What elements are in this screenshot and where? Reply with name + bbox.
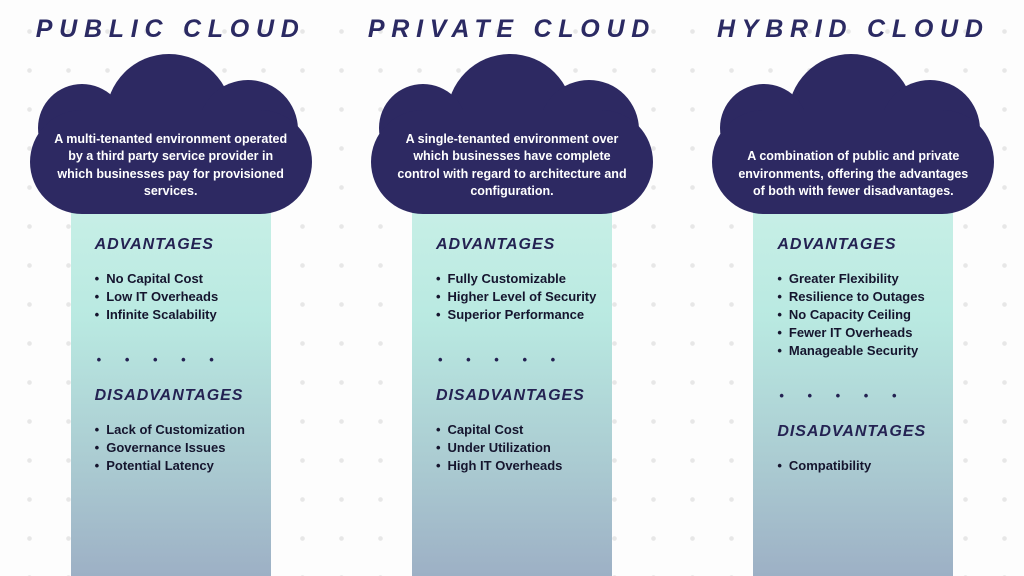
list-item: Capital Cost (436, 421, 612, 439)
list-item: Manageable Security (777, 342, 953, 360)
advantages-heading: ADVANTAGES (777, 236, 897, 253)
disadvantages-heading: DISADVANTAGES (435, 387, 585, 404)
disadvantages-list: Compatibility (777, 457, 953, 475)
list-item: Under Utilization (436, 439, 612, 457)
disadvantages-list: Capital Cost Under Utilization High IT O… (436, 421, 612, 475)
disadvantages-heading: DISADVANTAGES (777, 423, 927, 440)
column-band: ADVANTAGES Greater Flexibility Resilienc… (753, 210, 954, 576)
cloud-shape: A single-tenanted environment over which… (370, 54, 653, 214)
list-item: Fewer IT Overheads (777, 324, 953, 342)
disadvantages-list: Lack of Customization Governance Issues … (95, 421, 271, 475)
list-item: Compatibility (777, 457, 953, 475)
list-item: Higher Level of Security (436, 288, 612, 306)
list-item: High IT Overheads (436, 457, 612, 475)
list-item: Low IT Overheads (95, 288, 271, 306)
cloud-shape: A multi-tenanted environment operated by… (29, 54, 312, 214)
advantages-list: No Capital Cost Low IT Overheads Infinit… (95, 270, 271, 324)
column-band: ADVANTAGES Fully Customizable Higher Lev… (411, 210, 612, 576)
advantages-heading: ADVANTAGES (435, 236, 556, 253)
list-item: Greater Flexibility (777, 270, 953, 288)
list-item: Infinite Scalability (95, 306, 271, 324)
column-band: ADVANTAGES No Capital Cost Low IT Overhe… (70, 210, 271, 576)
list-item: Fully Customizable (436, 270, 612, 288)
cloud-shape: A combination of public and private envi… (712, 54, 995, 214)
dots-divider: • • • • • (437, 352, 566, 367)
cloud-description: A single-tenanted environment over which… (397, 132, 627, 198)
advantages-heading: ADVANTAGES (94, 236, 214, 253)
cloud-description: A multi-tenanted environment operated by… (54, 132, 288, 198)
column-private-cloud: PRIVATE CLOUD A single-tenanted environm… (341, 0, 682, 576)
cloud-body (712, 110, 995, 214)
column-title: PUBLIC CLOUD (35, 15, 306, 43)
column-hybrid-cloud: HYBRID CLOUD A combination of public and… (683, 0, 1024, 576)
column-public-cloud: PUBLIC CLOUD A multi-tenanted environmen… (0, 0, 341, 576)
dots-divider: • • • • • (779, 388, 907, 403)
cloud-body (370, 110, 653, 214)
column-title: HYBRID CLOUD (716, 15, 990, 43)
advantages-list: Greater Flexibility Resilience to Outage… (777, 270, 953, 360)
disadvantages-heading: DISADVANTAGES (94, 387, 244, 404)
list-item: Superior Performance (436, 306, 612, 324)
list-item: Resilience to Outages (777, 288, 953, 306)
list-item: Potential Latency (95, 457, 271, 475)
cloud-body (29, 110, 312, 214)
dots-divider: • • • • • (96, 352, 224, 367)
cloud-description: A combination of public and private envi… (738, 149, 969, 198)
list-item: No Capital Cost (95, 270, 271, 288)
list-item: Governance Issues (95, 439, 271, 457)
column-title: PRIVATE CLOUD (367, 15, 657, 43)
advantages-list: Fully Customizable Higher Level of Secur… (436, 270, 612, 324)
list-item: No Capacity Ceiling (777, 306, 953, 324)
list-item: Lack of Customization (95, 421, 271, 439)
